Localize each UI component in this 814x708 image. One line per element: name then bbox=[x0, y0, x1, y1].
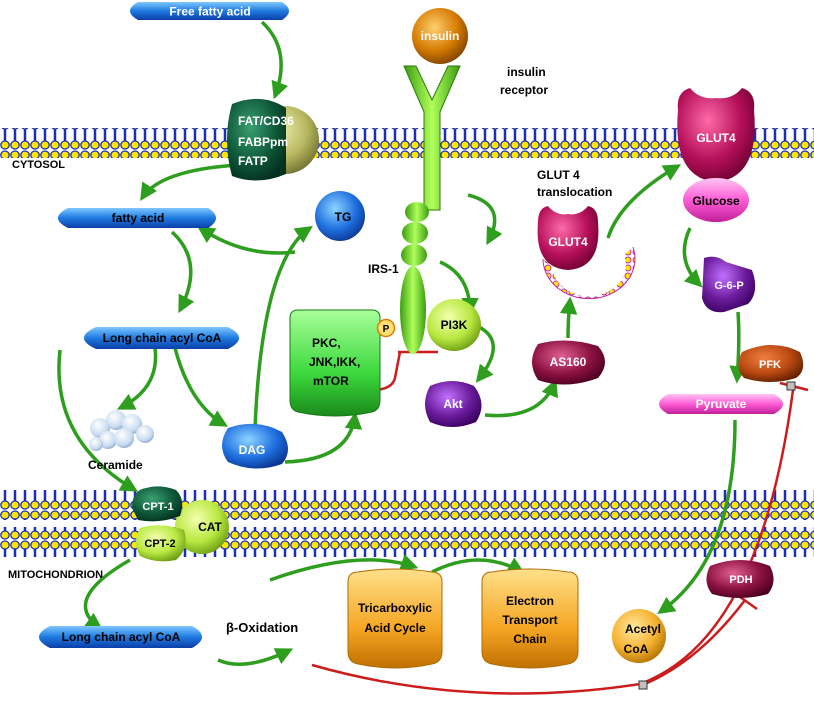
tca-label-2: Acid Cycle bbox=[364, 621, 426, 635]
tg-node: TG bbox=[315, 191, 365, 241]
free-fatty-acid-node: Free fatty acid bbox=[130, 2, 289, 20]
long-chain-acyl-coa-label-mito: Long chain acyl CoA bbox=[62, 630, 181, 644]
pkc-label-3: mTOR bbox=[313, 374, 349, 388]
mitochondrion-label: MITOCHONDRION bbox=[8, 569, 103, 581]
insulin-node: insulin bbox=[412, 8, 468, 64]
fatty-acid-node: fatty acid bbox=[58, 208, 216, 228]
pdh-label: PDH bbox=[729, 574, 752, 586]
cytosol-label: CYTOSOL bbox=[12, 159, 65, 171]
tca-cycle-node: Tricarboxylic Acid Cycle bbox=[347, 568, 443, 669]
akt-node: Akt bbox=[425, 381, 482, 427]
pyruvate-node: Pyruvate bbox=[659, 394, 783, 414]
dag-node: DAG bbox=[222, 423, 288, 469]
pyruvate-label: Pyruvate bbox=[696, 397, 747, 411]
long-chain-acyl-coa-node-cytosol: Long chain acyl CoA bbox=[84, 327, 239, 349]
cat-label: CAT bbox=[198, 520, 222, 534]
phosphate-label: P bbox=[383, 324, 390, 335]
g6p-label: G-6-P bbox=[714, 280, 743, 292]
as160-node: AS160 bbox=[532, 340, 605, 385]
ceramide-icon bbox=[89, 410, 154, 451]
mito-outer-membrane bbox=[0, 490, 814, 520]
electron-transport-chain-node: Electron Transport Chain bbox=[481, 568, 579, 669]
tg-label: TG bbox=[335, 210, 352, 224]
fat-cd36-label: FAT/CD36 bbox=[238, 114, 294, 128]
etc-label-3: Chain bbox=[513, 632, 546, 646]
phosphate-badge: P bbox=[376, 318, 396, 338]
irs1-label: IRS-1 bbox=[368, 262, 399, 276]
glut4-translocation-label-2: translocation bbox=[537, 185, 612, 199]
inhibition-node-pfk bbox=[786, 381, 796, 391]
inhibition-node-acetyl bbox=[638, 680, 648, 690]
glucose-label: Glucose bbox=[692, 194, 740, 208]
tca-label-1: Tricarboxylic bbox=[358, 601, 432, 615]
long-chain-acyl-coa-label-cytosol: Long chain acyl CoA bbox=[103, 331, 222, 345]
pi3k-node: PI3K bbox=[427, 299, 481, 351]
pkc-label-2: JNK,IKK, bbox=[309, 355, 360, 369]
insulin-label: insulin bbox=[421, 29, 460, 43]
mito-inner-membrane bbox=[0, 527, 814, 557]
acetyl-label-1: Acetyl bbox=[625, 622, 661, 636]
g6p-node: G-6-P bbox=[702, 256, 756, 313]
glucose-node: Glucose bbox=[683, 178, 749, 222]
etc-label-1: Electron bbox=[506, 594, 554, 608]
insulin-receptor-label-2: receptor bbox=[500, 83, 548, 97]
pkc-jnk-ikk-mtor-node: PKC, JNK,IKK, mTOR bbox=[289, 309, 381, 417]
insulin-receptor-label-1: insulin bbox=[507, 65, 546, 79]
pfk-label: PFK bbox=[759, 359, 781, 371]
glut4-vesicle-label: GLUT4 bbox=[548, 235, 588, 249]
fabppm-label: FABPpm bbox=[238, 135, 288, 149]
pi3k-label: PI3K bbox=[441, 318, 468, 332]
acetyl-coa-node: Acetyl CoA bbox=[612, 609, 666, 663]
insulin-receptor bbox=[400, 65, 461, 354]
acetyl-label-2: CoA bbox=[624, 642, 649, 656]
beta-oxidation-label: β-Oxidation bbox=[226, 620, 298, 635]
dag-label: DAG bbox=[239, 443, 266, 457]
pdh-node: PDH bbox=[706, 560, 774, 598]
glut4-membrane-node: GLUT4 bbox=[677, 88, 755, 182]
cpt-cat-transporter: CAT CPT-1 CPT-2 bbox=[132, 486, 229, 562]
glut4-translocation-label-1: GLUT 4 bbox=[537, 168, 580, 182]
glut4-membrane-label: GLUT4 bbox=[696, 131, 736, 145]
cpt1-label: CPT-1 bbox=[142, 501, 173, 513]
as160-label: AS160 bbox=[550, 355, 587, 369]
pfk-node: PFK bbox=[738, 345, 804, 382]
akt-label: Akt bbox=[443, 397, 462, 411]
long-chain-acyl-coa-node-mito: Long chain acyl CoA bbox=[39, 626, 202, 648]
glut4-vesicle: GLUT4 bbox=[537, 206, 636, 300]
etc-label-2: Transport bbox=[502, 613, 557, 627]
fat-cd36-transporter: FAT/CD36 FABPpm FATP bbox=[227, 98, 319, 181]
free-fatty-acid-label: Free fatty acid bbox=[169, 5, 250, 19]
fatty-acid-label: fatty acid bbox=[112, 211, 165, 225]
cpt2-label: CPT-2 bbox=[144, 538, 175, 550]
fatp-label: FATP bbox=[238, 154, 268, 168]
ceramide-label: Ceramide bbox=[88, 458, 143, 472]
pkc-label-1: PKC, bbox=[312, 336, 341, 350]
